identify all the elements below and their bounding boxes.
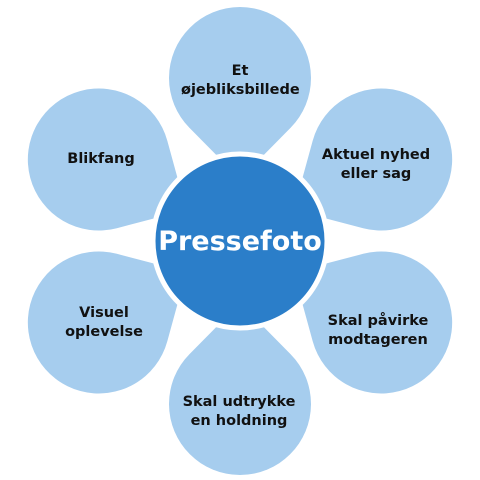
petal-skal-pavirke xyxy=(293,251,453,394)
petal-label-skal-udtrykke: Skal udtrykke en holdning xyxy=(182,394,296,429)
petal-blikfang xyxy=(27,88,187,231)
petal-label-aktuel-nyhed: Aktuel nyhed eller sag xyxy=(321,147,431,182)
petal-label-visuel-oplevelse: Visuel oplevelse xyxy=(65,305,143,340)
petal-skal-udtrykke xyxy=(169,303,311,475)
petal-label-skal-pavirke: Skal påvirke modtageren xyxy=(327,313,429,348)
center-label: Pressefoto xyxy=(158,226,322,257)
petal-label-et-ojebliksbillede: Et øjebliksbillede xyxy=(181,63,300,98)
petal-visuel-oplevelse xyxy=(27,251,187,394)
petal-et-ojebliksbillede xyxy=(169,7,311,179)
petals-layer xyxy=(27,7,453,475)
petal-aktuel-nyhed xyxy=(293,88,453,231)
petal-label-blikfang: Blikfang xyxy=(67,151,135,167)
center-circle xyxy=(150,151,330,331)
